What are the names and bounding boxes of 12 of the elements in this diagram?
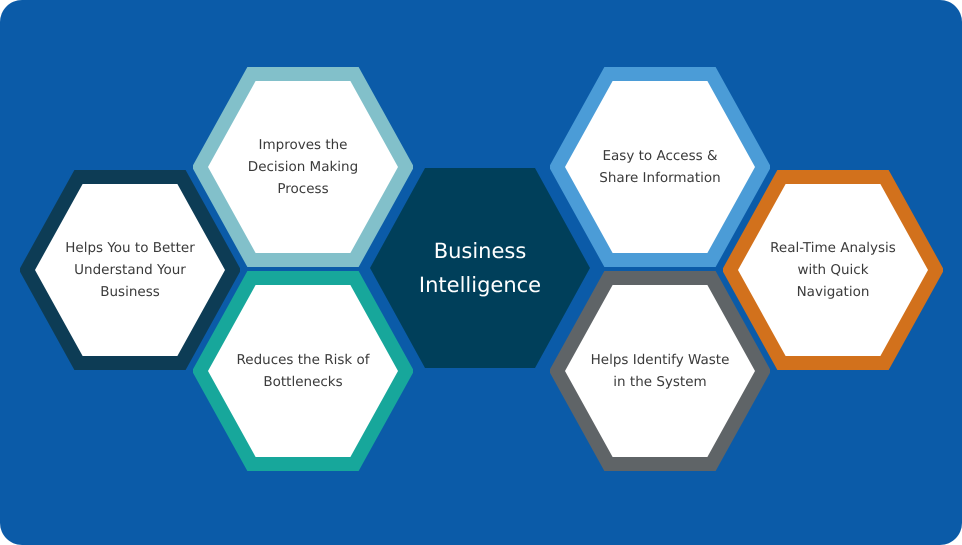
hexagon-label: Improves the Decision Making Process: [246, 136, 360, 199]
hexagon: [550, 67, 770, 267]
hexagon-label: Helps You to Better Understand Your Business: [64, 239, 196, 302]
hexagon-label: Reduces the Risk of Bottlenecks: [236, 351, 371, 392]
hexagon: [193, 67, 413, 267]
hexagon-label: Business Intelligence: [418, 238, 542, 299]
hexagon-label: Easy to Access & Share Information: [598, 147, 722, 188]
hexagon-label: Helps Identify Waste in the System: [590, 351, 730, 392]
hexagon: [370, 168, 590, 368]
hexagon: [193, 271, 413, 471]
hexagon-label: Real-Time Analysis with Quick Navigation: [769, 239, 897, 302]
hexagon: [550, 271, 770, 471]
